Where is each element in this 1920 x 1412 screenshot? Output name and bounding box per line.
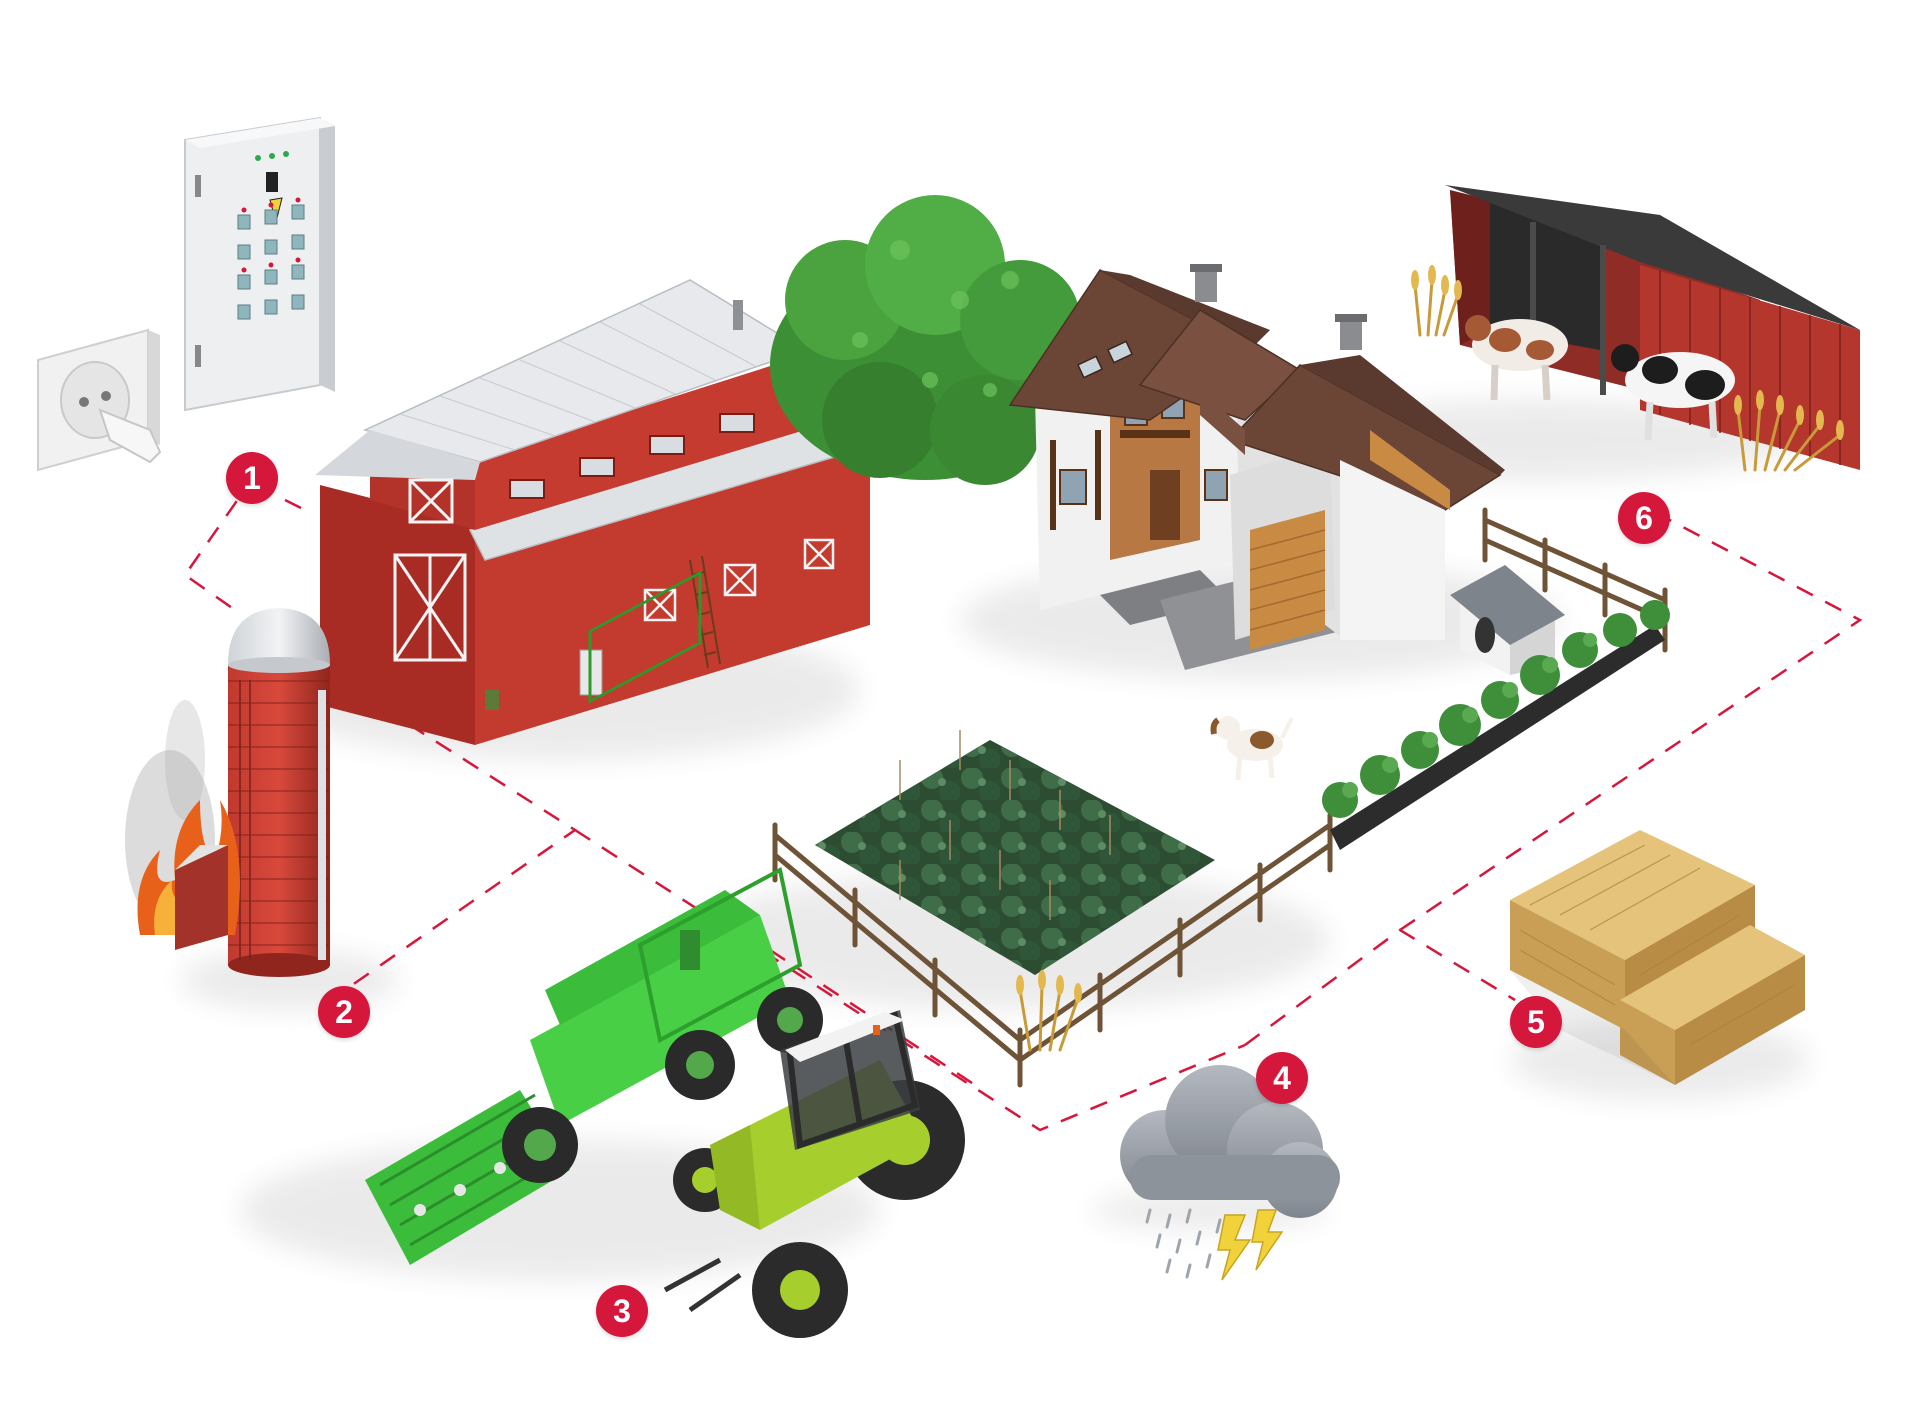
marker-6: 6 [1618, 492, 1670, 544]
dashed-connector-lines [183, 474, 1863, 1132]
power-socket-icon [37, 328, 162, 472]
wheat-heads [1016, 265, 1844, 1003]
harvester-icon [365, 570, 823, 1265]
hay-bale-icon [1510, 830, 1805, 1085]
marker-4: 4 [1256, 1052, 1308, 1104]
barn-icon [315, 279, 877, 745]
storm-cloud-icon [1120, 1065, 1340, 1279]
cowshed-icon [1445, 185, 1860, 470]
crop-field-icon [815, 730, 1215, 975]
fence-icon [772, 507, 1668, 1088]
tractor-icon [663, 1010, 965, 1338]
dog-icon [1210, 716, 1294, 781]
lightning-icon [1217, 1209, 1284, 1281]
marker-2: 2 [318, 986, 370, 1038]
marker-3: 3 [596, 1285, 648, 1337]
dog-house-icon [1450, 565, 1565, 675]
farmhouse-icon [1008, 264, 1505, 670]
electrical-panel-icon [184, 116, 335, 412]
silo-icon [228, 608, 330, 977]
fire-icon [125, 700, 240, 950]
marker-5: 5 [1510, 996, 1562, 1048]
wheat-icon [1018, 278, 1842, 1052]
plant-row [1322, 600, 1670, 850]
hay-bale-shadow [1510, 970, 1675, 1085]
tree-icon [770, 195, 1080, 485]
marker-1: 1 [226, 452, 278, 504]
cow-icon [1465, 315, 1735, 441]
